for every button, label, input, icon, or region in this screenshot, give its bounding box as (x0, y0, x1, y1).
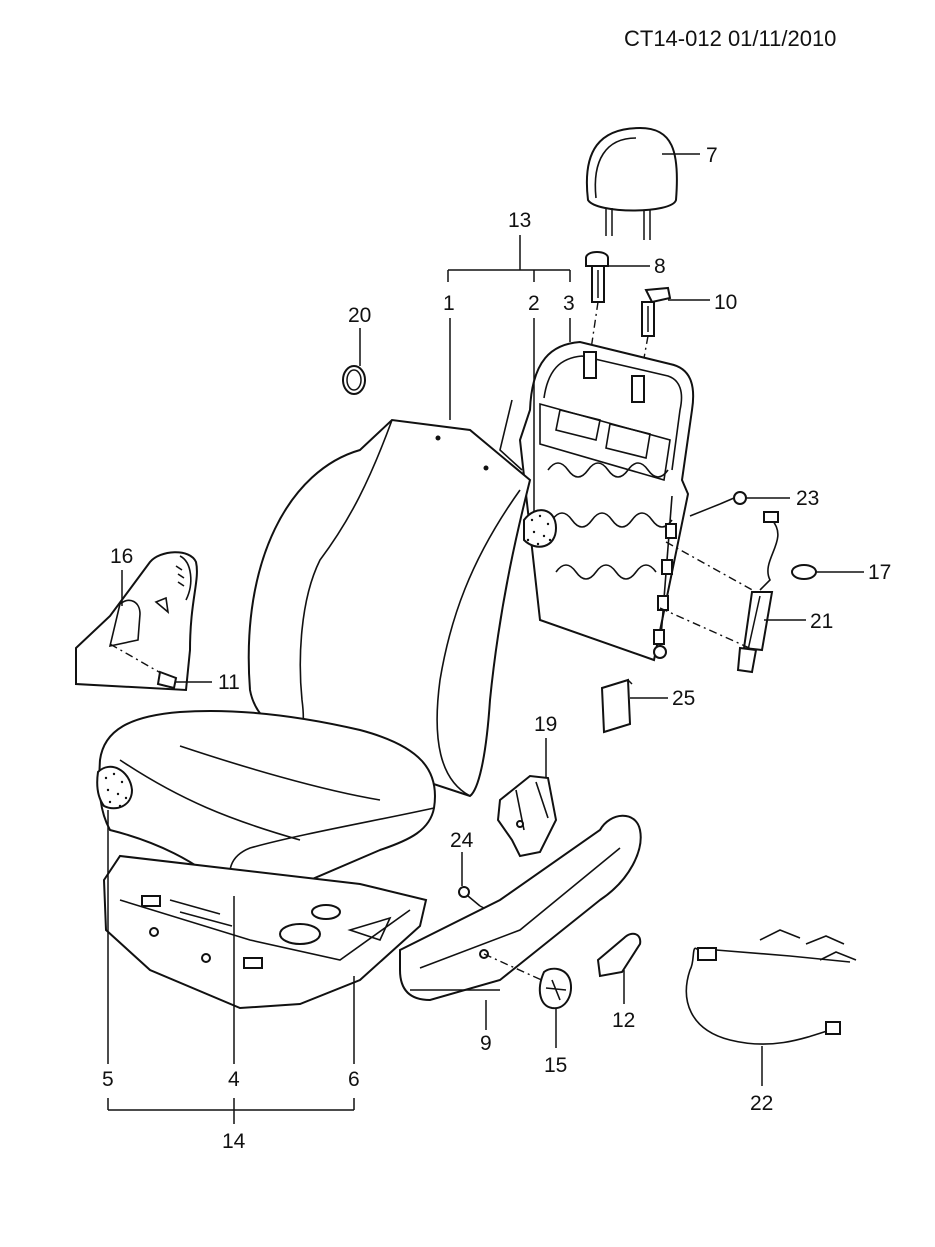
callout-23: 23 (796, 487, 819, 510)
side-shield-9 (399, 814, 642, 1002)
diagram-code: CT14-012 01/11/2010 (624, 26, 836, 51)
headrest-guide-8 (585, 251, 609, 303)
callout-10: 10 (714, 291, 737, 314)
callout-25: 25 (672, 687, 695, 710)
callout-6: 6 (348, 1068, 360, 1091)
callout-12: 12 (612, 1009, 635, 1032)
bolt-23 (689, 491, 747, 517)
callout-19: 19 (534, 713, 557, 736)
callout-9: 9 (480, 1032, 492, 1055)
callout-7: 7 (706, 144, 718, 167)
callout-24: 24 (450, 829, 474, 852)
bracket-19 (496, 774, 558, 858)
ring-20-inner (346, 369, 362, 391)
seat-frame (102, 854, 428, 1010)
callout-4: 4 (228, 1068, 240, 1091)
wire-harness-22 (685, 929, 857, 1086)
callout-2: 2 (528, 292, 540, 315)
side-trim-16 (75, 551, 198, 692)
callout-1: 1 (443, 292, 455, 315)
callout-16: 16 (110, 545, 133, 568)
leader-lines (107, 153, 864, 1124)
lever-12 (596, 932, 642, 978)
callout-14: 14 (222, 1130, 246, 1153)
callout-22: 22 (750, 1092, 773, 1115)
callout-17: 17 (868, 561, 891, 584)
callout-20: 20 (348, 304, 371, 327)
callout-13: 13 (508, 209, 531, 232)
seatback-frame (499, 340, 695, 662)
knob-15 (483, 953, 572, 1010)
clip-17 (791, 564, 817, 580)
callout-5: 5 (102, 1068, 114, 1091)
callout-11: 11 (218, 671, 240, 694)
seat-cushion (96, 710, 436, 899)
callout-8: 8 (654, 255, 666, 278)
pad-25 (600, 678, 633, 734)
headrest (585, 126, 678, 240)
actuator-21 (659, 511, 779, 674)
headrest-guide-10 (641, 286, 672, 337)
callout-21: 21 (810, 610, 833, 633)
bolt-11 (109, 643, 212, 690)
callout-15: 15 (544, 1054, 567, 1077)
callout-3: 3 (563, 292, 575, 315)
